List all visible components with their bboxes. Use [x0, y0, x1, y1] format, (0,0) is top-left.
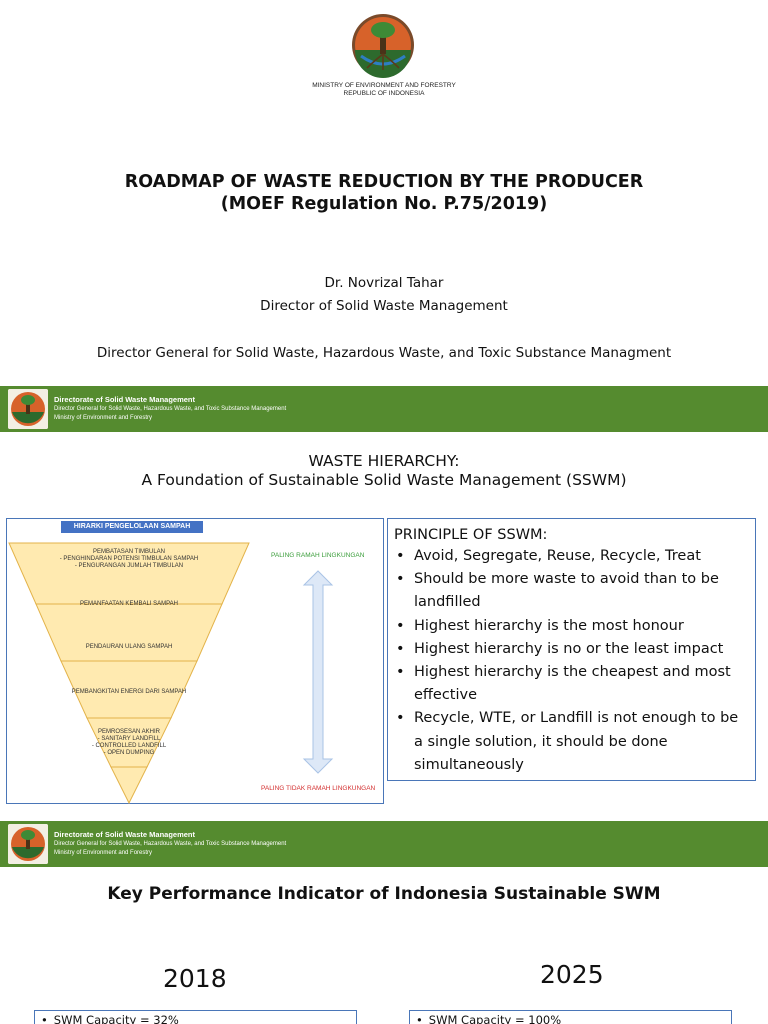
author-organization: Director General for Solid Waste, Hazard… — [96, 345, 672, 361]
pyramid-level-2-text: PEMANFAATAN KEMBALI SAMPAH — [79, 601, 179, 607]
double-arrow-icon — [302, 570, 334, 774]
ministry-logo-icon — [352, 14, 414, 78]
pyramid-level-5-text: PEMROSESAN AKHIR- SANITARY LANDFILL- CON… — [91, 729, 167, 756]
title-slide: MINISTRY OF ENVIRONMENT AND FORESTRY REP… — [0, 0, 768, 386]
pyramid-title: HIRARKI PENGELOLAAN SAMPAH — [61, 521, 203, 533]
author-role: Director of Solid Waste Management — [260, 298, 508, 314]
hierarchy-heading: WASTE HIERARCHY: — [308, 452, 460, 470]
list-item: •Highest hierarchy is the cheapest and m… — [396, 664, 731, 704]
least-friendly-label: PALING TIDAK RAMAH LINGKUNGAN — [261, 785, 376, 792]
list-item: •Highest hierarchy is no or the least im… — [396, 640, 724, 657]
pyramid-level-2 — [35, 603, 223, 662]
list-item: •Avoid, Segregate, Reuse, Recycle, Treat — [396, 548, 701, 564]
most-friendly-label: PALING RAMAH LINGKUNGAN — [271, 552, 365, 559]
kpi-slide: Directorate of Solid Waste Management Di… — [0, 818, 768, 1024]
republic-name: REPUBLIC OF INDONESIA — [343, 90, 425, 97]
band-directorate: Directorate of Solid Waste Management — [54, 395, 195, 404]
ministry-logo-icon — [8, 824, 48, 864]
band-directorate: Directorate of Solid Waste Management — [54, 830, 195, 839]
ministry-name: MINISTRY OF ENVIRONMENT AND FORESTRY — [312, 82, 456, 89]
kpi-box-2018: •SWM Capacity = 32% — [34, 1010, 357, 1024]
band-ministry: Ministry of Environment and Forestry — [54, 850, 153, 856]
pyramid-level-5 — [110, 766, 148, 805]
pyramid-level-1-text: PEMBATASAN TIMBULAN- PENGHINDARAN POTENS… — [59, 549, 199, 569]
pyramid-level-4-text: PEMBANGKITAN ENERGI DARI SAMPAH — [71, 689, 187, 695]
principles-heading: PRINCIPLE OF SSWM: — [394, 527, 548, 543]
pyramid-level-3-text: PENDAURAN ULANG SAMPAH — [85, 644, 173, 650]
hierarchy-subheading: A Foundation of Sustainable Solid Waste … — [141, 471, 627, 489]
pyramid-diagram: HIRARKI PENGELOLAAN SAMPAH PEMBATASAN TI… — [6, 518, 384, 805]
waste-hierarchy-slide: Directorate of Solid Waste Management Di… — [0, 386, 768, 818]
principles-box: PRINCIPLE OF SSWM: •Avoid, Segregate, Re… — [387, 518, 756, 781]
header-band: Directorate of Solid Waste Management Di… — [0, 821, 768, 867]
list-item: •Recycle, WTE, or Landfill is not enough… — [396, 710, 739, 773]
kpi-heading: Key Performance Indicator of Indonesia S… — [107, 884, 661, 904]
kpi-box-2025: •SWM Capacity = 100% — [409, 1010, 732, 1024]
band-ministry: Ministry of Environment and Forestry — [54, 415, 153, 421]
list-item: •Should be more waste to avoid than to b… — [396, 571, 719, 611]
band-director-general: Director General for Solid Waste, Hazard… — [54, 406, 287, 412]
principles-list: •Avoid, Segregate, Reuse, Recycle, Treat… — [394, 545, 749, 777]
list-item: •Highest hierarchy is the most honour — [396, 617, 684, 634]
slide-subtitle: (MOEF Regulation No. P.75/2019) — [220, 194, 548, 214]
pyramid-graphic — [8, 542, 334, 805]
year-2025: 2025 — [540, 960, 604, 989]
author-name: Dr. Novrizal Tahar — [324, 275, 444, 291]
band-director-general: Director General for Solid Waste, Hazard… — [54, 841, 287, 847]
header-band: Directorate of Solid Waste Management Di… — [0, 386, 768, 432]
slide-title: ROADMAP OF WASTE REDUCTION BY THE PRODUC… — [124, 172, 644, 192]
year-2018: 2018 — [163, 964, 227, 993]
ministry-logo-icon — [8, 389, 48, 429]
